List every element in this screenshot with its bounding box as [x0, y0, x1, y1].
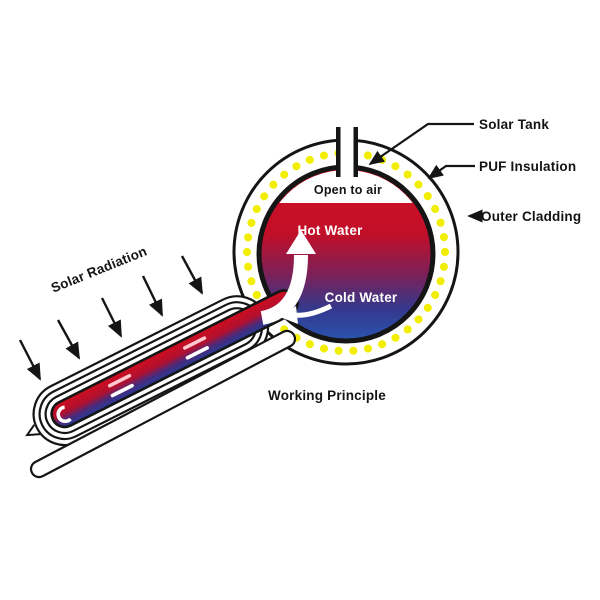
circulation-turn-arrow [56, 405, 72, 424]
radiation-arrows [18, 255, 204, 381]
vent-pipe [336, 127, 358, 179]
puf-insulation-leader [427, 164, 475, 180]
solar-tank-label: Solar Tank [479, 117, 550, 132]
outer-cladding-label: Outer Cladding [481, 209, 582, 224]
working-principle-title: Working Principle [268, 388, 386, 403]
evacuated-tube-collector [25, 289, 299, 447]
circulation-dash-arrows [107, 336, 209, 398]
puf-insulation-dots [243, 149, 449, 355]
puf-insulation-label: PUF Insulation [479, 159, 577, 174]
leader-lines [368, 122, 483, 223]
cold-water-flow-arrow [280, 303, 333, 324]
hot-water-label: Hot Water [297, 223, 363, 238]
outer-glass-tube-lower [29, 329, 297, 479]
cold-water-label: Cold Water [324, 290, 398, 305]
tank-water-gradient [261, 169, 431, 339]
hot-water-rise-arrow [260, 230, 316, 325]
sealed-tip [25, 424, 41, 437]
open-to-air-label: Open to air [313, 183, 383, 197]
solar-tank-leader [368, 122, 474, 165]
